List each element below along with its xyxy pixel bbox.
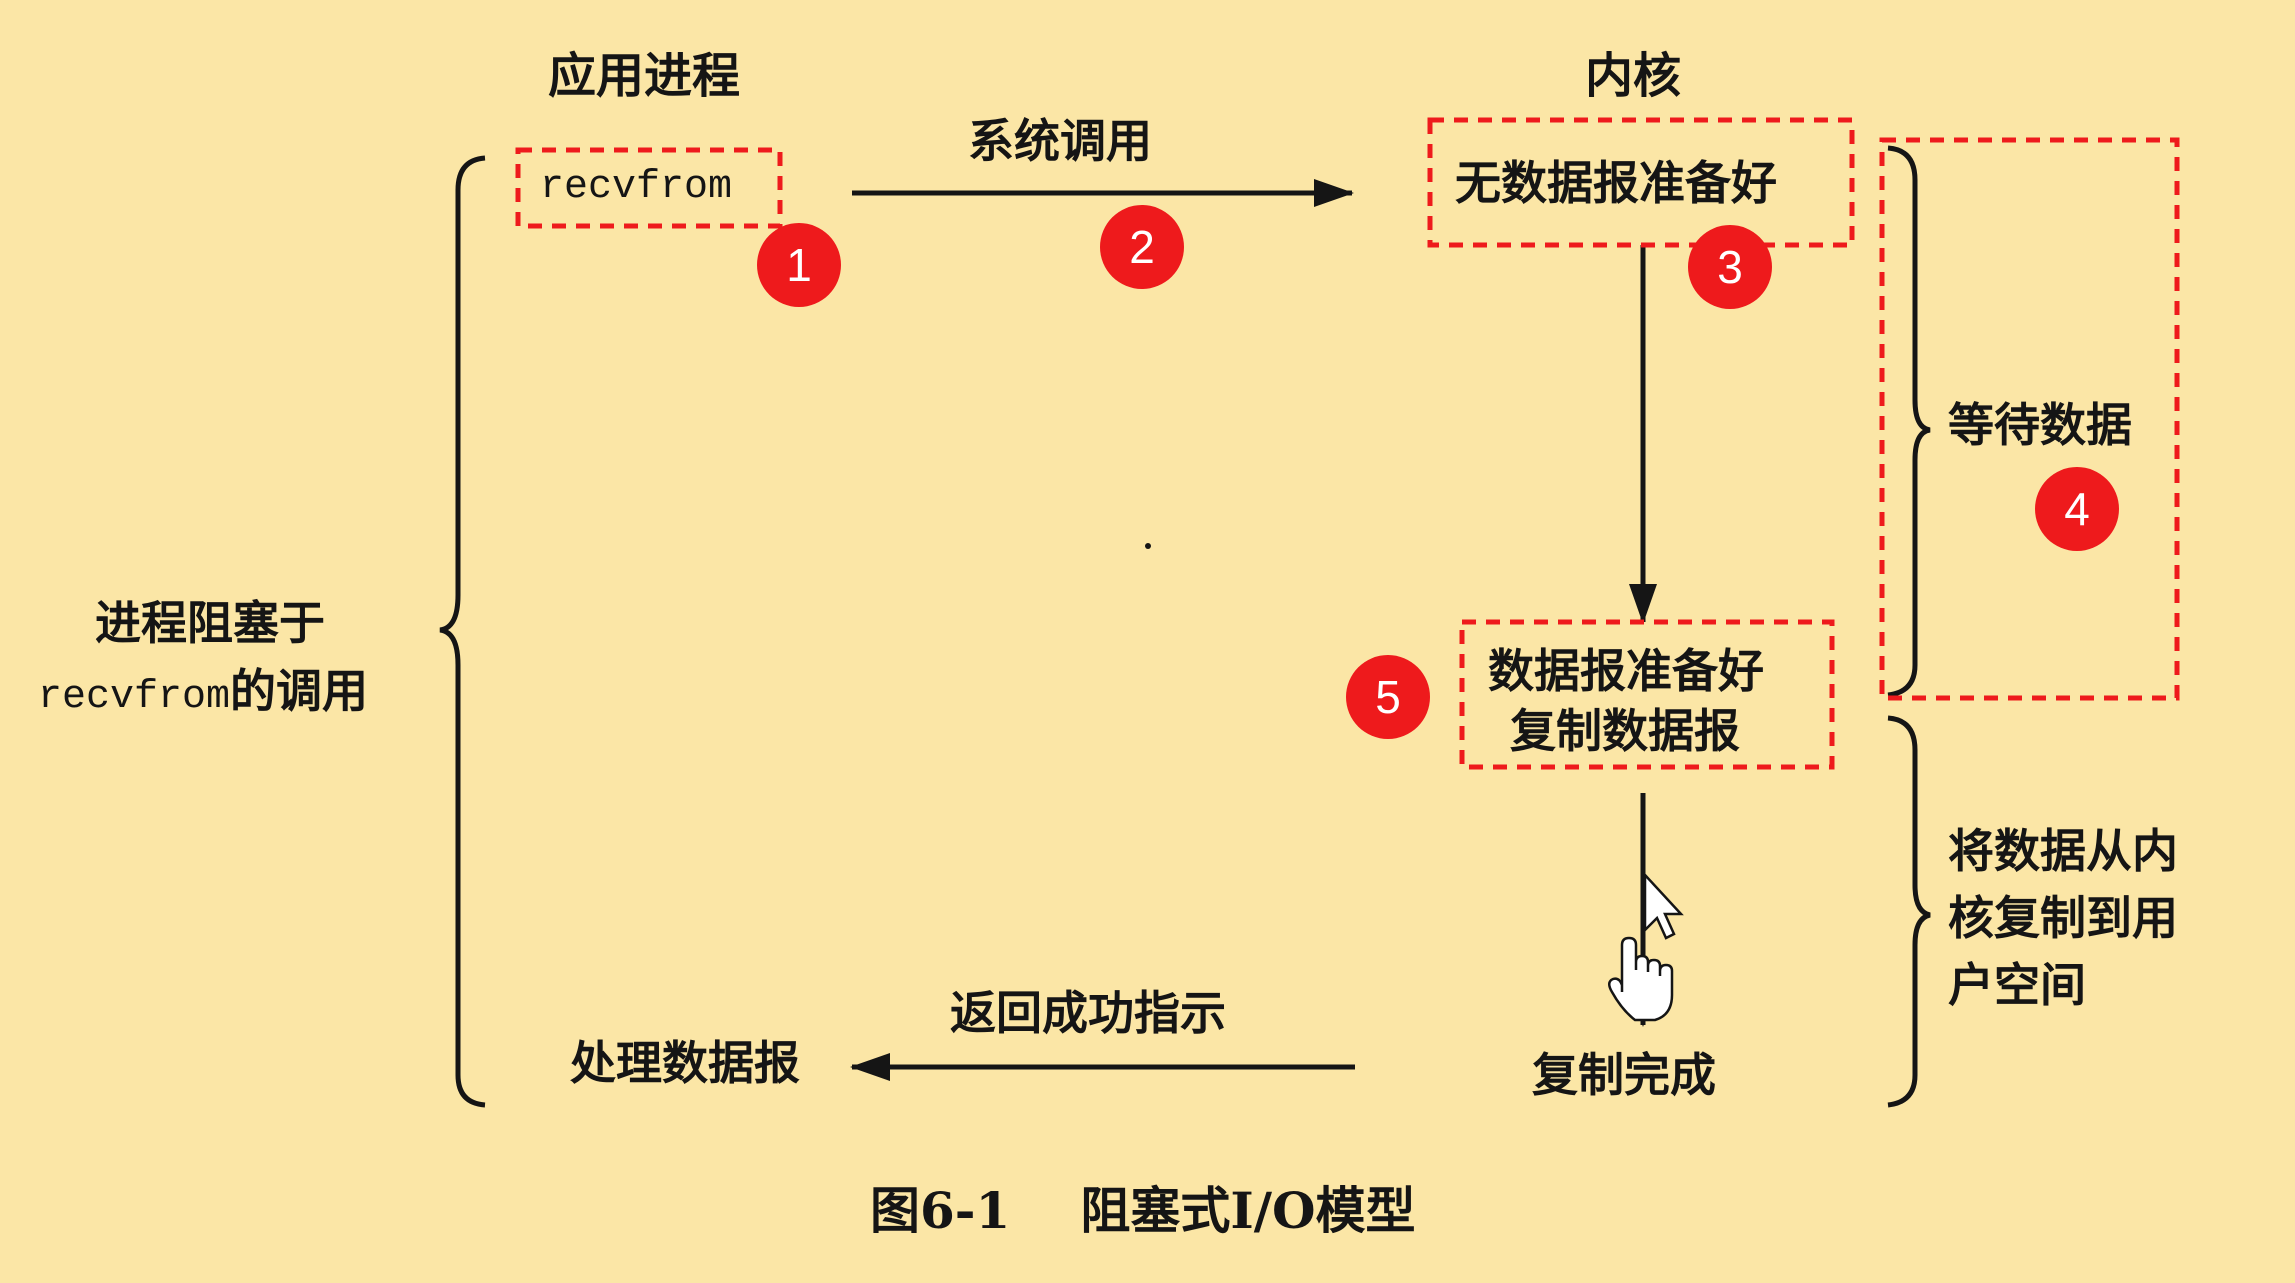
header-kernel: 内核 (1585, 48, 1682, 104)
highlight-box-wait (1879, 137, 2180, 701)
step-badge-5: 5 (1346, 655, 1430, 739)
syscall-label: 系统调用 (968, 114, 1152, 168)
step-badge-2: 2 (1100, 205, 1184, 289)
wait-brace (1887, 145, 1931, 698)
blocked-label-line1: 进程阻塞于 (95, 596, 325, 650)
copy-complete-label: 复制完成 (1532, 1048, 1716, 1102)
blocking-brace (439, 155, 486, 1108)
copy-phase-line3: 户空间 (1948, 958, 2086, 1012)
copy-phase-line1: 将数据从内 (1948, 824, 2178, 878)
process-datagram-label: 处理数据报 (570, 1036, 800, 1090)
return-success-label: 返回成功指示 (950, 986, 1226, 1040)
no-datagram-ready-label: 无数据报准备好 (1455, 156, 1777, 210)
figure-title: 阻塞式I/O模型 (1080, 1181, 1416, 1240)
highlight-box-datagram-ready (1459, 619, 1835, 770)
wait-for-data-label: 等待数据 (1948, 398, 2132, 452)
highlight-box-recvfrom (515, 147, 783, 229)
highlight-box-no-datagram (1427, 117, 1855, 248)
figure-number: 图6-1 (870, 1181, 1011, 1240)
copy-brace (1887, 715, 1931, 1108)
hand-cursor-icon (1608, 936, 1674, 1022)
step-badge-4: 4 (2035, 467, 2119, 551)
blocked-label-suffix: 的调用 (230, 664, 369, 718)
recvfrom-label: recvfrom (540, 165, 733, 210)
blocked-label-line2: recvfrom的调用 (38, 668, 368, 718)
blocked-label-recvfrom: recvfrom (38, 675, 231, 720)
copy-phase-line2: 核复制到用 (1948, 891, 2178, 945)
step-badge-1: 1 (757, 223, 841, 307)
step-badge-3: 3 (1688, 225, 1772, 309)
datagram-ready-label: 数据报准备好 (1488, 644, 1764, 698)
header-app-process: 应用进程 (548, 48, 741, 104)
copy-datagram-label: 复制数据报 (1510, 704, 1740, 758)
stray-dot (1145, 543, 1151, 549)
arrow-cursor-icon (1643, 871, 1684, 940)
